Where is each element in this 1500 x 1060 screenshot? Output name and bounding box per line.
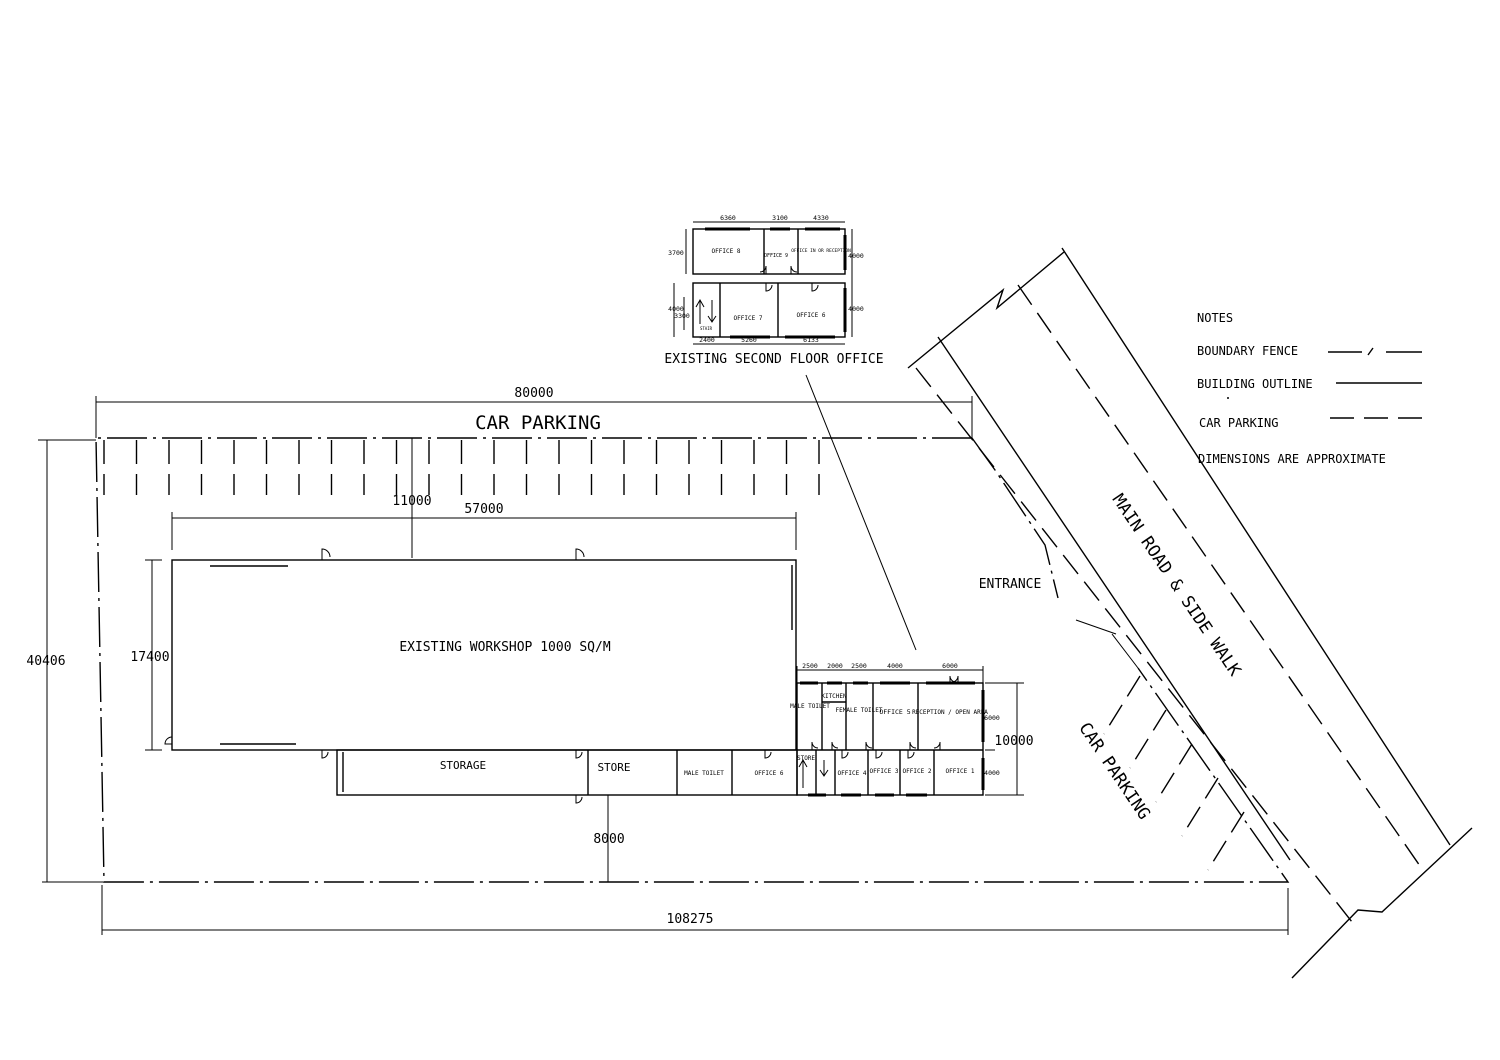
ground-floor-rooms: STORAGE STORE MALE TOILET OFFICE 6 bbox=[321, 749, 798, 804]
gf-dim-2: 2000 bbox=[827, 662, 843, 670]
room-store: STORE bbox=[597, 761, 630, 774]
top-car-parking: CAR PARKING bbox=[103, 412, 820, 495]
notes-legend: NOTES BOUNDARY FENCE BUILDING OUTLINE CA… bbox=[1197, 311, 1424, 466]
fence-line-entrance bbox=[971, 437, 1059, 599]
road-edge-inner bbox=[937, 336, 1291, 861]
office-block: MALE TOILET KITCHEN FEMALE TOILET OFFICE… bbox=[790, 675, 988, 797]
side-parking-stalls bbox=[1103, 675, 1245, 871]
gf-dim-right-top: 6000 bbox=[984, 714, 1000, 722]
note-building-outline: BUILDING OUTLINE bbox=[1197, 377, 1313, 391]
sf-stair: STAIR bbox=[700, 326, 713, 331]
side-parking-edge bbox=[1075, 619, 1117, 635]
sf-office-7: OFFICE 7 bbox=[734, 315, 763, 322]
dim-8000-text: 8000 bbox=[593, 832, 624, 847]
workshop-outline bbox=[171, 559, 797, 751]
dimension-17400: 17400 bbox=[130, 559, 170, 751]
boundary-fence bbox=[95, 437, 1290, 883]
dimension-80000: 80000 bbox=[95, 386, 973, 438]
sf-dim-top-1: 6360 bbox=[720, 214, 736, 222]
side-parking-stall-line bbox=[1155, 743, 1193, 803]
dimension-108275: 108275 bbox=[101, 885, 1289, 935]
fence-line bbox=[95, 437, 1290, 883]
room-store-small: STORE bbox=[797, 755, 815, 762]
dim-57000-text: 57000 bbox=[464, 502, 503, 517]
room-office-1: OFFICE 1 bbox=[946, 768, 975, 775]
legend-fence-sample bbox=[1328, 347, 1422, 356]
break-line-top bbox=[907, 251, 1065, 369]
main-road: MAIN ROAD & SIDE WALK bbox=[907, 247, 1473, 979]
gf-dim-5: 6000 bbox=[942, 662, 958, 670]
sf-dim-left-bottom-a: 4000 bbox=[668, 305, 684, 313]
room-office-3: OFFICE 3 bbox=[870, 768, 899, 775]
sf-office-6: OFFICE 6 bbox=[797, 312, 826, 319]
callout-leader-line bbox=[805, 374, 917, 651]
room-office-6: OFFICE 6 bbox=[755, 770, 784, 777]
room-storage: STORAGE bbox=[440, 759, 486, 772]
room-office-5: OFFICE 5 bbox=[879, 708, 910, 716]
sf-dim-right-bottom: 4000 bbox=[848, 305, 864, 313]
sf-dim-right-top: 4000 bbox=[848, 252, 864, 260]
gf-dim-3: 2500 bbox=[851, 662, 867, 670]
sf-dim-bottom-3: 6133 bbox=[803, 336, 819, 344]
parking-stalls bbox=[103, 440, 820, 495]
main-road-label: MAIN ROAD & SIDE WALK bbox=[1108, 491, 1245, 681]
room-male-toilet-b-1: MALE TOILET bbox=[790, 703, 830, 710]
side-parking-stall-line bbox=[1129, 709, 1167, 769]
road-centre-line bbox=[1017, 284, 1421, 867]
dim-40406-text: 40406 bbox=[26, 654, 65, 669]
note-dimensions: DIMENSIONS ARE APPROXIMATE bbox=[1198, 452, 1386, 466]
male-toilet-b-line: MALE TOILET bbox=[790, 703, 830, 710]
sf-office-8: OFFICE 8 bbox=[712, 248, 741, 255]
gf-dim-1: 2500 bbox=[802, 662, 818, 670]
room-kitchen: KITCHEN bbox=[821, 693, 847, 700]
room-male-toilet-a: MALE TOILET bbox=[684, 770, 724, 777]
gf-dim-10000: 10000 bbox=[994, 734, 1033, 749]
dim-11000-text: 11000 bbox=[392, 494, 431, 509]
note-car-parking: CAR PARKING bbox=[1199, 416, 1278, 430]
dim-80000-text: 80000 bbox=[514, 386, 553, 401]
dimension-11000: 11000 bbox=[392, 438, 432, 558]
side-parking-stall-line bbox=[1103, 675, 1141, 735]
road-edge-east bbox=[1061, 247, 1451, 846]
side-parking-stall-line bbox=[1207, 811, 1245, 871]
dimension-40406: 40406 bbox=[26, 439, 104, 883]
break-line-bottom bbox=[1291, 827, 1473, 979]
sf-dim-top-2: 3100 bbox=[772, 214, 788, 222]
note-boundary-fence: BOUNDARY FENCE bbox=[1197, 344, 1298, 358]
entrance-label: ENTRANCE bbox=[979, 577, 1042, 592]
room-female-toilet: FEMALE TOILET bbox=[836, 707, 883, 714]
room-reception: RECEPTION / OPEN AREA bbox=[912, 709, 988, 716]
sf-dim-bottom-2: 5260 bbox=[741, 336, 757, 344]
existing-workshop: EXISTING WORKSHOP 1000 SQ/M bbox=[164, 548, 797, 751]
second-floor-title: EXISTING SECOND FLOOR OFFICE bbox=[664, 352, 883, 367]
sf-dim-top-3: 4330 bbox=[813, 214, 829, 222]
second-floor-plan: OFFICE 8 OFFICE 9 OFFICE IN OR RECEPTION… bbox=[664, 214, 883, 367]
sf-dim-left-bottom-b: 3300 bbox=[674, 312, 690, 320]
room-office-2: OFFICE 2 bbox=[903, 768, 932, 775]
office-block-dimensions: 2500 2000 2500 4000 6000 6000 4000 10000 bbox=[796, 662, 1034, 796]
room-office-4: OFFICE 4 bbox=[838, 770, 867, 777]
car-parking-side-label: CAR PARKING bbox=[1074, 719, 1154, 824]
dimension-57000: 57000 bbox=[171, 502, 797, 550]
sf-office-reception: OFFICE IN OR RECEPTION bbox=[791, 248, 851, 254]
dim-108275-text: 108275 bbox=[667, 912, 714, 927]
legend-dot bbox=[1227, 397, 1229, 399]
car-parking-top-label: CAR PARKING bbox=[475, 412, 601, 434]
notes-heading: NOTES bbox=[1197, 311, 1233, 325]
sf-office-9: OFFICE 9 bbox=[764, 253, 788, 259]
dim-17400-text: 17400 bbox=[130, 650, 169, 665]
gf-dim-4: 4000 bbox=[887, 662, 903, 670]
sf-dim-bottom-1: 2400 bbox=[699, 336, 715, 344]
sidewalk-line bbox=[915, 367, 1353, 923]
dimension-8000: 8000 bbox=[593, 795, 625, 883]
workshop-label: EXISTING WORKSHOP 1000 SQ/M bbox=[399, 640, 610, 655]
side-parking-stall-line bbox=[1181, 777, 1219, 837]
gf-dim-right-bottom: 4000 bbox=[984, 769, 1000, 777]
sf-dim-left-top: 3700 bbox=[668, 249, 684, 257]
